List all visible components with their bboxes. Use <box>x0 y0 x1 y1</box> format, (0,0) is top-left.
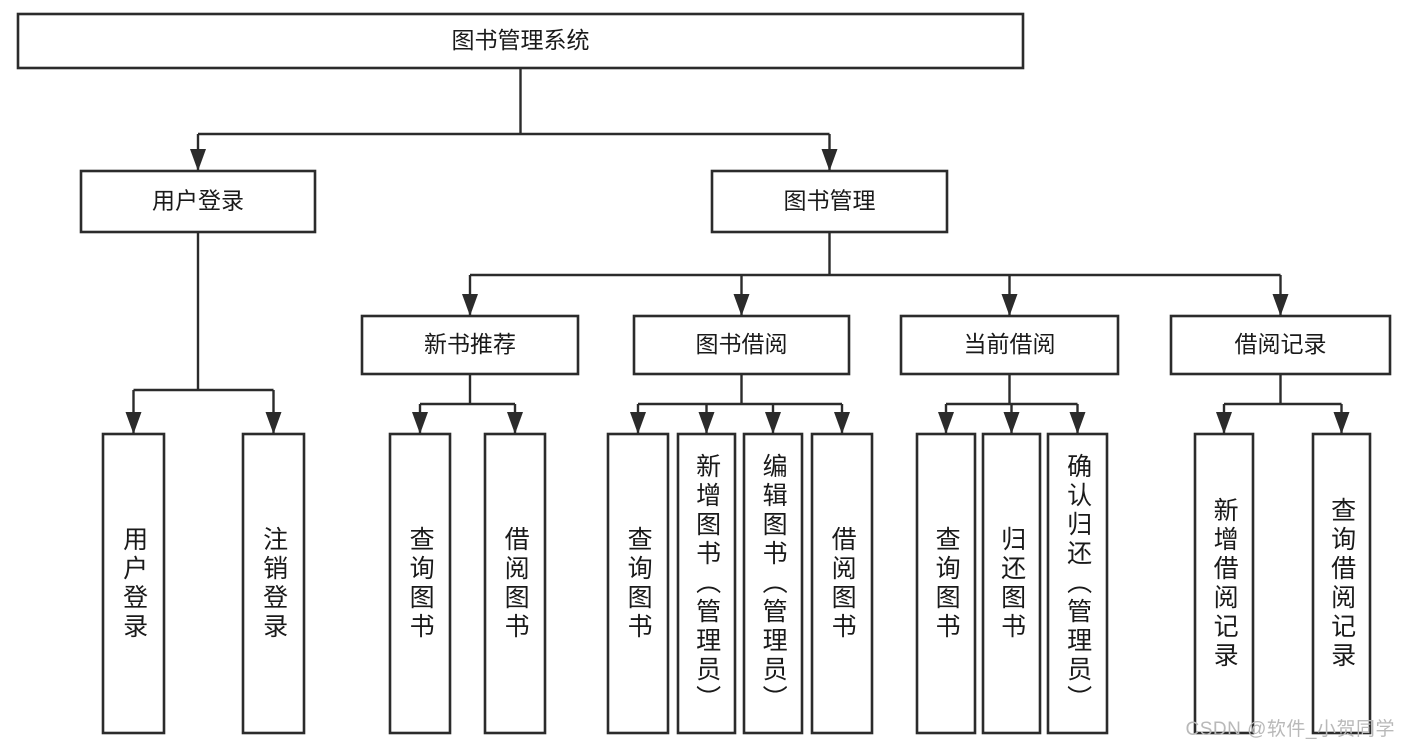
arrow-head-icon-l3-3 <box>1272 294 1289 316</box>
node-leaf-box-leaf-edit-book[interactable] <box>742 432 804 735</box>
node-level3-box-new-book-recommend[interactable] <box>360 314 580 376</box>
arrow-head-icon-root-0 <box>190 149 206 171</box>
node-level2-label-user-login: 用户登录 <box>152 188 244 214</box>
arrow-head-icon-l3-2 <box>1001 294 1018 316</box>
arrow-head-icon-l3-1 <box>733 294 750 316</box>
node-leaf-box-leaf-return-book[interactable] <box>981 432 1042 735</box>
arrow-head-icon-leaf-query-book-1 <box>412 412 428 434</box>
node-level3-box-borrow-record[interactable] <box>1169 314 1392 376</box>
node-level2-box-user-login[interactable] <box>79 169 317 234</box>
node-level2-box-book-manage[interactable] <box>710 169 949 234</box>
node-root-label: 图书管理系统 <box>452 27 590 53</box>
node-leaf-box-leaf-logout[interactable] <box>241 432 306 735</box>
arrow-head-icon-leaf-edit-book <box>765 412 781 434</box>
node-level3-label-new-book-recommend: 新书推荐 <box>424 331 516 357</box>
arrow-head-icon-l3-0 <box>462 294 478 316</box>
node-root-box[interactable] <box>16 12 1025 70</box>
arrow-head-icon-leaf-borrow-book-1 <box>507 412 523 434</box>
arrow-head-icon-root-1 <box>821 149 838 171</box>
node-leaf-box-leaf-add-book[interactable] <box>676 432 737 735</box>
arrow-head-icon-leaf-add-record <box>1216 412 1232 434</box>
node-level3-label-current-borrow: 当前借阅 <box>964 331 1056 357</box>
node-leaf-box-leaf-query-book-2[interactable] <box>606 432 670 735</box>
connectors-layer <box>125 68 1350 434</box>
node-leaf-box-leaf-query-book-1[interactable] <box>388 432 452 735</box>
arrow-head-icon-leaf-user-login <box>125 412 142 434</box>
node-leaf-box-leaf-borrow-book-2[interactable] <box>810 432 874 735</box>
node-leaf-box-leaf-add-record[interactable] <box>1193 432 1255 735</box>
arrow-head-icon-leaf-add-book <box>698 412 715 434</box>
arrow-head-icon-leaf-borrow-book-2 <box>834 412 850 434</box>
node-leaf-box-leaf-confirm-return[interactable] <box>1046 432 1109 735</box>
arrow-head-icon-leaf-return-book <box>1003 412 1020 434</box>
node-level3-label-borrow-record: 借阅记录 <box>1235 331 1327 357</box>
node-leaf-box-leaf-borrow-book-1[interactable] <box>483 432 547 735</box>
node-level3-box-current-borrow[interactable] <box>899 314 1120 376</box>
node-level2-label-book-manage: 图书管理 <box>784 188 876 214</box>
arrow-head-icon-leaf-query-book-2 <box>630 412 646 434</box>
arrow-head-icon-leaf-logout <box>265 412 282 434</box>
arrow-head-icon-leaf-query-book-3 <box>938 412 954 434</box>
arrow-head-icon-leaf-query-record <box>1333 412 1350 434</box>
node-level3-label-book-borrow: 图书借阅 <box>696 331 788 357</box>
boxes-layer <box>16 12 1392 735</box>
node-leaf-box-leaf-query-record[interactable] <box>1311 432 1372 735</box>
node-level3-box-book-borrow[interactable] <box>632 314 851 376</box>
watermark-text: CSDN @软件_小贺同学 <box>1185 719 1395 740</box>
node-leaf-box-leaf-query-book-3[interactable] <box>915 432 977 735</box>
node-leaf-box-leaf-user-login[interactable] <box>101 432 166 735</box>
arrow-head-icon-leaf-confirm-return <box>1069 412 1086 434</box>
